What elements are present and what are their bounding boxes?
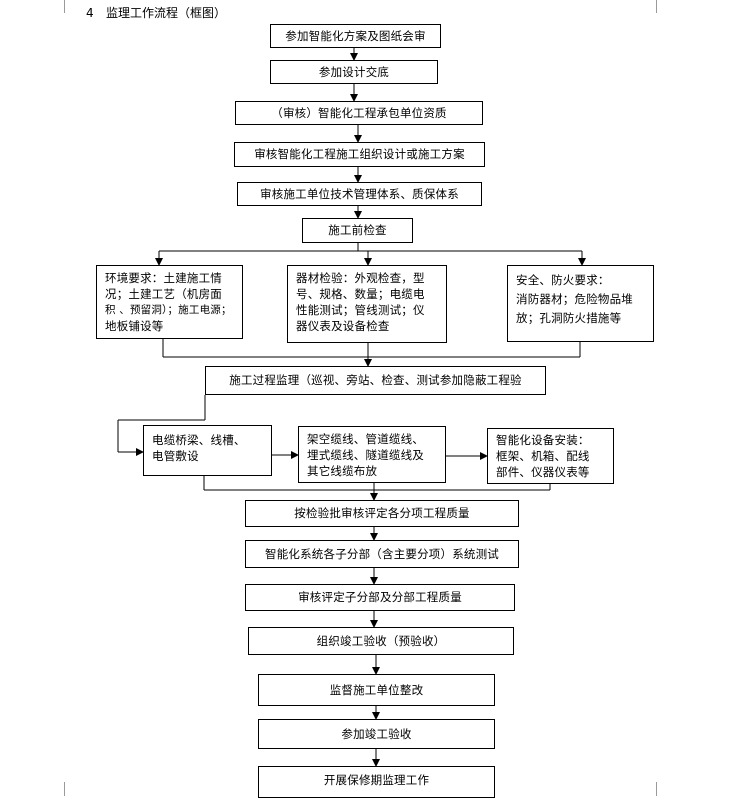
flow-step-management-system-review: 审核施工单位技术管理体系、质保体系	[237, 182, 482, 206]
check-material-line: 器材检验：外观检查，型	[296, 271, 425, 285]
sub-cable-tray-line: 电管敷设	[152, 449, 199, 463]
section-heading: 4 监理工作流程（框图）	[86, 5, 226, 21]
sub-cable-tray-line: 电缆桥梁、线槽、	[152, 433, 246, 447]
check-material-line: 器仪表及设备检查	[296, 319, 390, 333]
flow-step-construction-plan-review: 审核智能化工程施工组织设计或施工方案	[234, 142, 485, 167]
flow-step-subdivision-quality-review: 审核评定子分部及分部工程质量	[245, 584, 515, 611]
sub-equipment-line: 智能化设备安装：	[496, 433, 590, 447]
check-safety-line: 安全、防火要求：	[516, 273, 610, 287]
check-safety-fire-requirements: 安全、防火要求： 消防器材；危险物品堆 放；孔洞防火措施等	[507, 265, 654, 342]
sub-cabling-line: 其它线缆布放	[307, 464, 378, 478]
page-corner-mark-bottom-left	[50, 782, 65, 796]
flow-step-warranty-supervision: 开展保修期监理工作	[258, 766, 495, 798]
check-safety-line: 放；孔洞防火措施等	[516, 311, 622, 325]
check-environment-requirements: 环境要求：土建施工情 况；土建工艺（机房面 积 、预留洞）；施工电源； 地板铺设…	[96, 265, 243, 339]
flow-step-design-briefing: 参加设计交底	[270, 60, 438, 84]
check-env-line: 况；土建工艺（机房面	[105, 287, 222, 301]
flow-step-completion-acceptance: 参加竣工验收	[258, 719, 495, 749]
flow-step-rectification-supervision: 监督施工单位整改	[258, 674, 495, 706]
sub-cabling-line: 埋式缆线、隧道缆线及	[307, 448, 424, 462]
check-env-line: 环境要求：土建施工情	[105, 271, 222, 285]
page-corner-mark-left	[50, 0, 65, 13]
flow-step-contractor-qualification: （审核）智能化工程承包单位资质	[235, 101, 483, 125]
flow-step-system-testing: 智能化系统各子分部（含主要分项）系统测试	[245, 540, 519, 568]
flow-step-completion-pre-acceptance: 组织竣工验收（预验收）	[248, 627, 514, 655]
flow-step-drawing-review: 参加智能化方案及图纸会审	[270, 24, 441, 48]
check-env-line: 积 、预留洞）；施工电源；	[105, 304, 232, 316]
sub-equipment-line: 部件、仪器仪表等	[496, 465, 590, 479]
sub-cable-tray-conduit: 电缆桥梁、线槽、 电管敷设	[143, 425, 272, 476]
check-material-line: 性能测试；管线测试；仪	[296, 303, 425, 317]
check-material-inspection: 器材检验：外观检查，型 号、规格、数量；电缆电 性能测试；管线测试；仪 器仪表及…	[287, 265, 447, 343]
check-safety-line: 消防器材；危险物品堆	[516, 292, 633, 306]
section-title: 监理工作流程（框图）	[106, 6, 227, 20]
flow-step-inspection-lot-review: 按检验批审核评定各分项工程质量	[245, 500, 519, 527]
page-corner-mark-right	[656, 0, 671, 13]
sub-equipment-line: 框架、机箱、配线	[496, 449, 590, 463]
sub-cabling-line: 架空缆线、管道缆线、	[307, 432, 424, 446]
section-number: 4	[86, 6, 94, 20]
flow-step-pre-construction-check: 施工前检查	[302, 218, 413, 243]
page-corner-mark-bottom-right	[656, 782, 671, 796]
check-env-line: 地板铺设等	[105, 319, 164, 333]
sub-equipment-installation: 智能化设备安装： 框架、机箱、配线 部件、仪器仪表等	[487, 428, 614, 484]
sub-cable-laying: 架空缆线、管道缆线、 埋式缆线、隧道缆线及 其它线缆布放	[298, 426, 446, 483]
check-material-line: 号、规格、数量；电缆电	[296, 287, 425, 301]
flow-step-construction-supervision: 施工过程监理（巡视、旁站、检查、测试参加隐蔽工程验	[205, 366, 546, 395]
